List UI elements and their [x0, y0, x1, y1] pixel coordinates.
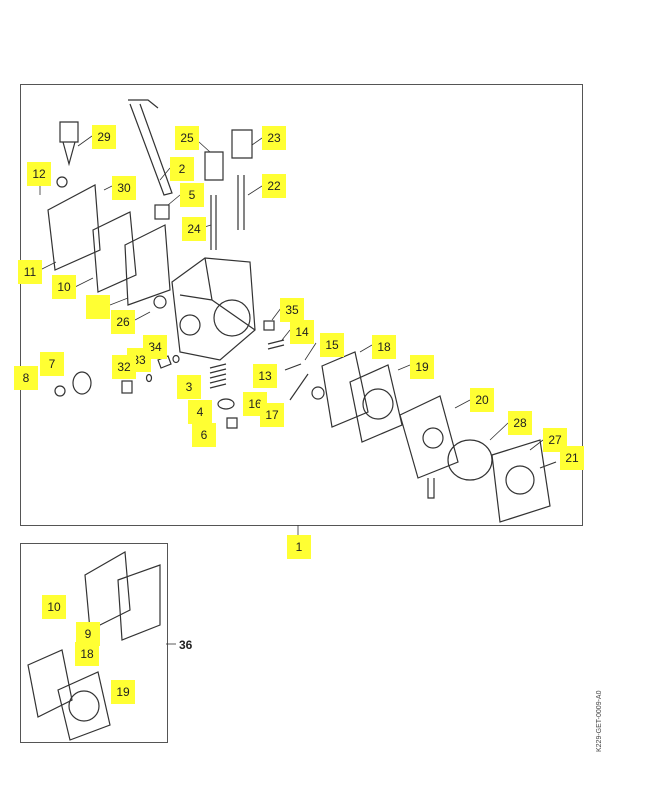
carburetor-body	[171, 257, 256, 361]
kit-diaphragm-19	[57, 671, 111, 741]
throttle-shaft	[128, 99, 173, 196]
needle-22	[237, 175, 245, 230]
callout-18[interactable]: 18	[372, 335, 396, 359]
kit-gasket-10	[84, 551, 131, 631]
diaphragm-9	[124, 224, 171, 306]
callout-24[interactable]: 24	[182, 217, 206, 241]
callout-18[interactable]: 18	[75, 642, 99, 666]
callout-35[interactable]: 35	[280, 298, 304, 322]
callout-17[interactable]: 17	[260, 403, 284, 427]
pump-cover	[47, 184, 101, 271]
callout-3[interactable]: 3	[177, 375, 201, 399]
callout-15[interactable]: 15	[320, 333, 344, 357]
needle-24	[210, 195, 217, 250]
callout-22[interactable]: 22	[262, 174, 286, 198]
callout-10[interactable]: 10	[42, 595, 66, 619]
callout-21[interactable]: 21	[560, 446, 584, 470]
spring-3	[209, 363, 227, 389]
callout-32[interactable]: 32	[112, 355, 136, 379]
callout-1[interactable]: 1	[287, 535, 311, 559]
gasket-18	[321, 351, 369, 428]
kit-number: 36	[179, 638, 193, 652]
cap-23	[231, 129, 253, 159]
gasket-10	[92, 211, 137, 293]
callout-14[interactable]: 14	[290, 320, 314, 344]
callout-11[interactable]: 11	[18, 260, 42, 284]
callout-7[interactable]: 7	[40, 352, 64, 376]
callout-10[interactable]: 10	[52, 275, 76, 299]
kit-diagram-frame	[20, 543, 168, 743]
callout-20[interactable]: 20	[470, 388, 494, 412]
callout-29[interactable]: 29	[92, 125, 116, 149]
callout-12[interactable]: 12	[27, 162, 51, 186]
callout-6[interactable]: 6	[192, 423, 216, 447]
callout-19[interactable]: 19	[410, 355, 434, 379]
callout-13[interactable]: 13	[253, 364, 277, 388]
main-diagram-frame	[20, 84, 583, 526]
cover-27	[491, 439, 551, 523]
callout-19[interactable]: 19	[111, 680, 135, 704]
callout-30[interactable]: 30	[112, 176, 136, 200]
callout-23[interactable]: 23	[262, 126, 286, 150]
cap-25	[204, 151, 224, 181]
callout-34[interactable]: 34	[143, 335, 167, 359]
drawing-code: K229-GET-0009-A0	[596, 690, 603, 752]
callout-26[interactable]: 26	[111, 310, 135, 334]
callout-hidden[interactable]	[86, 295, 110, 319]
callout-8[interactable]: 8	[14, 366, 38, 390]
callout-5[interactable]: 5	[180, 183, 204, 207]
pump-housing-20	[399, 395, 459, 479]
diaphragm-19	[349, 364, 403, 443]
screw-29	[59, 121, 79, 167]
callout-4[interactable]: 4	[188, 400, 212, 424]
callout-2[interactable]: 2	[170, 157, 194, 181]
kit-gasket-18	[27, 649, 73, 718]
callout-28[interactable]: 28	[508, 411, 532, 435]
callout-25[interactable]: 25	[175, 126, 199, 150]
kit-diaphragm-9	[117, 564, 161, 641]
primer-bulb-28	[447, 439, 493, 481]
